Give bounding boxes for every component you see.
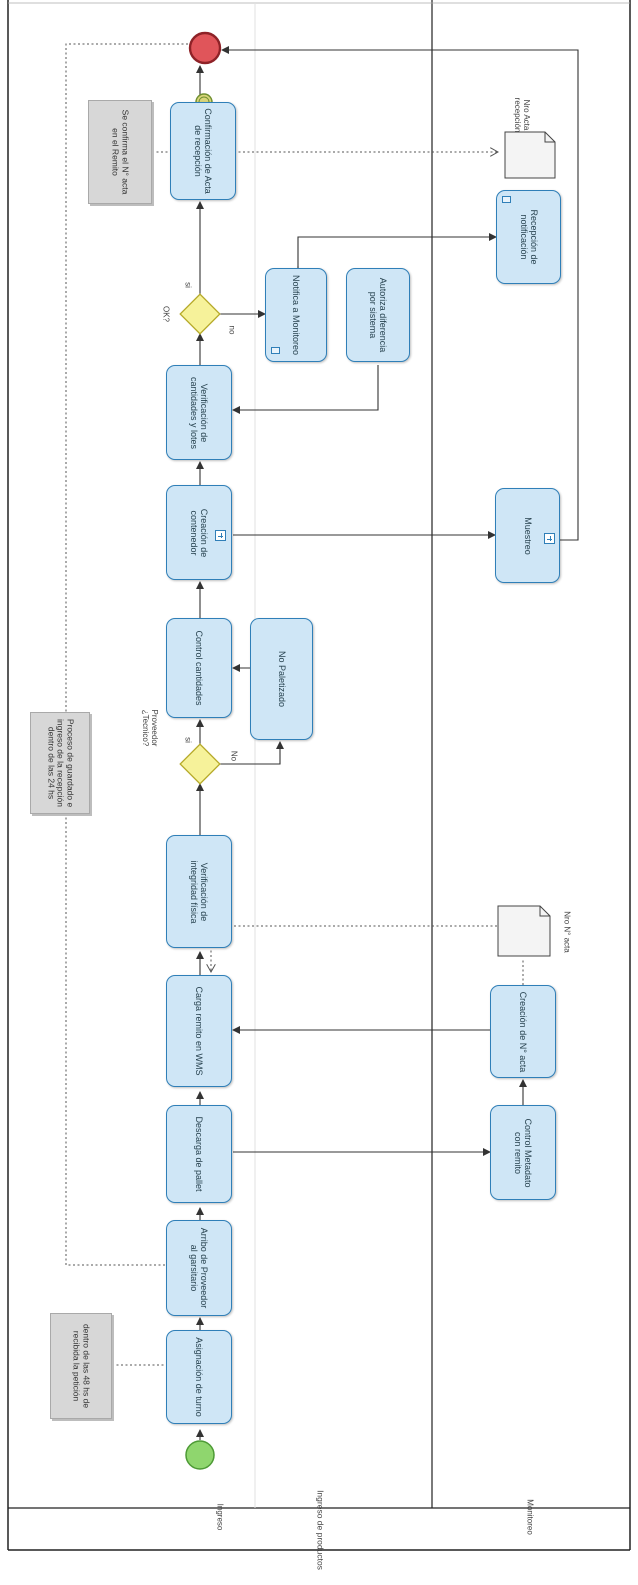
doc-acta-recepcion-label: Nro Acta recepción xyxy=(513,97,531,133)
documents xyxy=(497,131,556,957)
flow-muestreo-end xyxy=(221,46,579,541)
task-descarga-pallet[interactable]: Descarga de pallet xyxy=(166,1105,232,1203)
note-acta[interactable]: Se confirma el N° acta en el Remito xyxy=(88,100,152,204)
gateway-verificacion-branch-si: si xyxy=(183,282,193,288)
task-control-cantidades[interactable]: Control cantidades xyxy=(166,618,232,718)
gateways xyxy=(179,293,221,785)
note-calidad-text: Proceso de guardado e ingreso de la rece… xyxy=(46,718,76,808)
task-control-metadato-label: Control Metadato con remito xyxy=(513,1117,533,1188)
flow-notifica-recepcion xyxy=(297,233,497,268)
task-descarga-pallet-label: Descarga de pallet xyxy=(194,1116,204,1192)
task-no-paletizado-label: No Paletizado xyxy=(276,650,287,708)
gateway-proveedor-label: Proveedor ¿Tecnico? xyxy=(141,709,159,747)
task-creacion-acta[interactable]: Creación de N° acta xyxy=(490,985,556,1078)
task-creacion-contenedor[interactable]: Creación de contenedor xyxy=(166,485,232,580)
task-no-paletizado[interactable]: No Paletizado xyxy=(250,618,313,740)
note-acta-text: Se confirma el N° acta en el Remito xyxy=(111,109,131,195)
doc-acta-recepcion xyxy=(504,131,556,179)
task-control-metadato[interactable]: Control Metadato con remito xyxy=(490,1105,556,1200)
note-calidad[interactable]: Proceso de guardado e ingreso de la rece… xyxy=(30,712,90,814)
task-verificacion-cantidades-label: Verificación de cantidades y lotes xyxy=(189,376,209,449)
doc-nro-acta xyxy=(497,905,551,957)
task-verificacion-integridad-label: Verificación de integridad física xyxy=(189,859,209,924)
end-event xyxy=(188,31,222,65)
task-notifica-monitoreo-label: Notifica a Monitoreo xyxy=(291,274,301,356)
task-asignacion-turno[interactable]: Asignación de turno xyxy=(166,1330,232,1424)
task-creacion-contenedor-label: Creación de contenedor xyxy=(189,508,209,557)
subprocess-plus-icon[interactable] xyxy=(544,533,555,544)
gateway-proveedor xyxy=(179,743,221,785)
lane-label-ingreso: Ingreso xyxy=(215,1503,225,1531)
flow-autoriza-verif xyxy=(232,365,379,414)
note-turno[interactable]: dentro de las 48 hs de recibida la petic… xyxy=(50,1313,112,1419)
pool-label: Ingreso de productos xyxy=(315,1490,326,1570)
task-autoriza-diferencia-label: Autoriza diferencia por sistema xyxy=(368,277,388,353)
assoc-arribo-calidad xyxy=(65,43,190,1266)
task-recepcion-notificacion[interactable]: Recepción de notificación xyxy=(496,190,561,284)
note-turno-text: dentro de las 48 hs de recibida la petic… xyxy=(72,1323,92,1409)
task-arribo-proveedor[interactable]: Arribo de Proveedor al garsitario xyxy=(166,1220,232,1316)
task-asignacion-turno-label: Asignación de turno xyxy=(194,1337,204,1417)
subprocess-plus-icon[interactable] xyxy=(215,530,226,541)
task-control-cantidades-label: Control cantidades xyxy=(194,630,204,706)
receive-task-icon xyxy=(502,196,511,203)
pool-frame xyxy=(7,0,631,1551)
task-verificacion-cantidades[interactable]: Verificación de cantidades y lotes xyxy=(166,365,232,460)
task-autoriza-diferencia[interactable]: Autoriza diferencia por sistema xyxy=(346,268,410,362)
task-cargo-wms[interactable]: Carga remito en WMS xyxy=(166,975,232,1087)
task-recepcion-notificacion-label: Recepción de notificación xyxy=(518,209,539,265)
start-event xyxy=(185,1440,215,1470)
task-cargo-wms-label: Carga remito en WMS xyxy=(194,986,204,1076)
association-flows xyxy=(65,43,524,1366)
gateway-verificacion xyxy=(179,293,221,335)
flow-gw1-nopal xyxy=(218,741,284,765)
lane-label-monitoreo: Monitoreo xyxy=(525,1499,535,1535)
gateway-proveedor-branch-si: si xyxy=(183,737,193,743)
doc-nro-acta-label: Nro N° acta xyxy=(562,911,572,953)
gateway-proveedor-branch-no: No xyxy=(229,750,239,762)
task-creacion-acta-label: Creación de N° acta xyxy=(518,991,528,1072)
assoc-doc-cargo xyxy=(211,925,497,972)
task-arribo-proveedor-label: Arribo de Proveedor al garsitario xyxy=(189,1227,209,1309)
gateway-verificacion-branch-no: no xyxy=(227,325,237,335)
task-muestreo-label: Muestreo xyxy=(522,516,533,555)
task-confirmacion-acta[interactable]: Confirmación de Acta de recepción xyxy=(170,102,236,200)
gateway-verificacion-label: OK? xyxy=(161,305,171,323)
task-verificacion-integridad[interactable]: Verificación de integridad física xyxy=(166,835,232,948)
task-muestreo[interactable]: Muestreo xyxy=(495,488,560,583)
send-task-icon xyxy=(271,347,280,354)
task-confirmacion-acta-label: Confirmación de Acta de recepción xyxy=(193,108,213,194)
task-notifica-monitoreo[interactable]: Notifica a Monitoreo xyxy=(265,268,327,362)
